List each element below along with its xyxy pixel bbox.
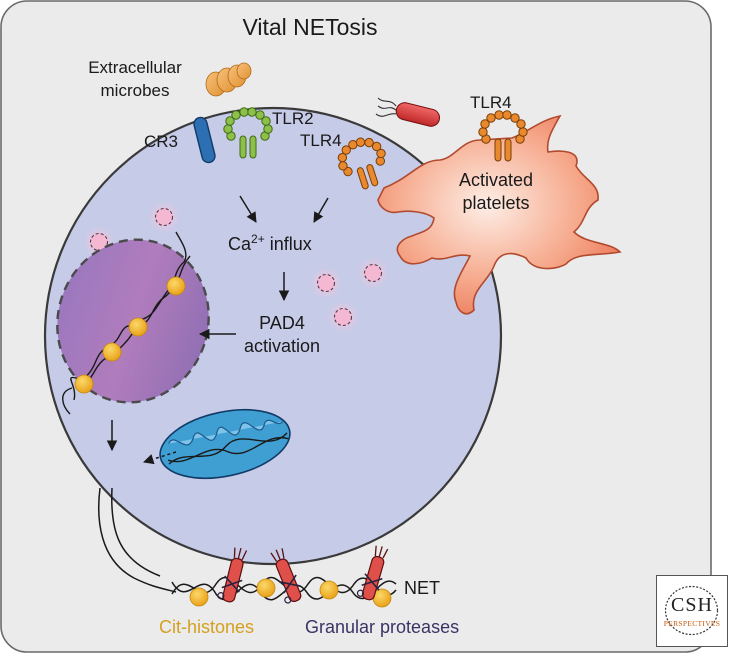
net-label: NET	[404, 578, 440, 598]
extracellular-microbe	[205, 62, 252, 97]
csh-perspectives-logo: CSH PERSPECTIVES	[656, 575, 728, 647]
ca-suffix: influx	[265, 234, 312, 254]
granule	[147, 200, 181, 234]
platelets-label-line1: Activated	[459, 170, 533, 190]
cit-histone	[256, 578, 276, 598]
cit-histones-label: Cit-histones	[159, 617, 254, 637]
histone	[74, 374, 94, 394]
pad4-label-line2: activation	[244, 336, 320, 356]
granule	[326, 300, 360, 334]
arrow-tlr2-to-influx	[239, 195, 257, 223]
histone	[166, 276, 186, 296]
platelets-label-line2: platelets	[462, 193, 529, 213]
arrow-tlr4-to-influx	[313, 197, 329, 223]
microbes-label-line2: microbes	[101, 81, 170, 100]
logo-sub-text: PERSPECTIVES	[663, 619, 721, 628]
cit-histone	[189, 587, 209, 607]
tlr4-platelet-label: TLR4	[470, 93, 512, 112]
histone	[102, 342, 122, 362]
histone	[128, 317, 148, 337]
cit-histone	[319, 580, 339, 600]
ca-superscript: 2+	[251, 232, 265, 246]
microbes-label-line1: Extracellular	[88, 58, 182, 77]
figure-title: Vital NETosis	[242, 14, 377, 40]
pad4-label-line1: PAD4	[259, 313, 305, 333]
tlr4-cell-label: TLR4	[300, 131, 342, 150]
tlr2-label: TLR2	[272, 109, 314, 128]
ca-prefix: Ca	[228, 234, 252, 254]
ca-influx-label: Ca2+ influx	[228, 232, 312, 254]
activated-platelet	[377, 114, 622, 315]
granule	[309, 266, 343, 300]
granular-proteases-label: Granular proteases	[305, 617, 459, 637]
rod-bacterium	[375, 97, 441, 127]
cr3-receptor	[193, 116, 216, 164]
mitochondrion	[159, 409, 291, 479]
logo-dna-icon	[664, 585, 719, 636]
granule	[356, 256, 390, 290]
cr3-label: CR3	[144, 132, 178, 151]
logo-main-text: CSH	[671, 594, 713, 616]
